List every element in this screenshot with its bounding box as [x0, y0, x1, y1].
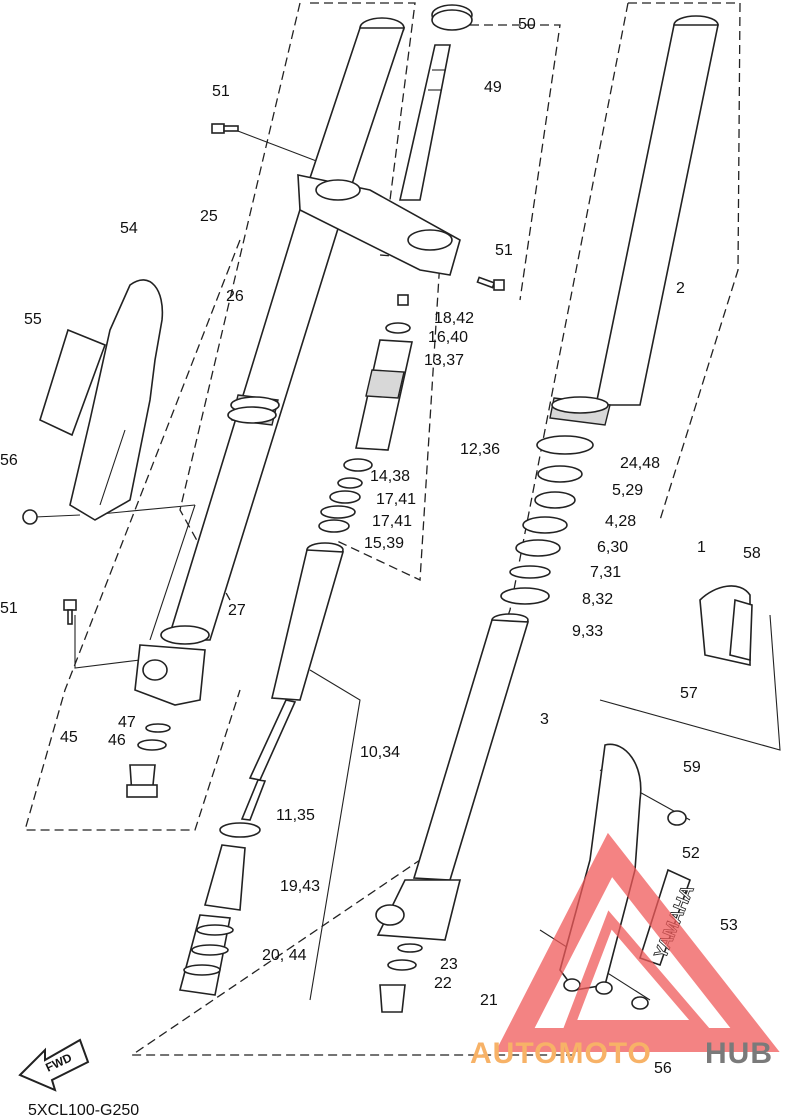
label-9-33: 9,33: [572, 623, 603, 640]
part-55-decal: [39, 328, 107, 437]
part-58-guard: [699, 585, 753, 666]
label-26: 26: [226, 288, 244, 305]
part-50-seal: [431, 4, 473, 31]
part-2-outer-tube: [549, 15, 719, 426]
label-55: 55: [24, 311, 42, 328]
part-45-adjuster: [126, 723, 171, 798]
label-7-31: 7,31: [590, 564, 621, 581]
automotohub-triangle-logo-icon: [495, 832, 780, 1052]
label-11-35: 11,35: [276, 807, 315, 824]
label-10-34: 10,34: [360, 744, 400, 761]
watermark-brand-b: HUB: [705, 1037, 773, 1070]
label-53: 53: [720, 917, 738, 934]
label-58: 58: [743, 545, 761, 562]
fwd-arrow-icon: FWD: [18, 1038, 90, 1092]
label-3: 3: [540, 711, 549, 728]
label-59: 59: [683, 759, 701, 776]
callout-labels: 50 49 51 54 25 51 2 26 55 18,42 16,40 13…: [0, 16, 761, 1077]
part-10-inner-tube: [219, 542, 345, 838]
label-51-left: 51: [0, 600, 18, 617]
part-54-fork-guard: [69, 279, 164, 521]
label-5-29: 5,29: [612, 482, 643, 499]
label-16-40: 16,40: [428, 329, 468, 346]
label-13-37: 13,37: [424, 352, 464, 369]
label-1: 1: [697, 539, 706, 556]
drawing-code: 5XCL100-G250: [28, 1102, 139, 1118]
part-27-axle-bracket: [134, 625, 210, 706]
label-47: 47: [118, 714, 136, 731]
label-25: 25: [200, 208, 218, 225]
label-2: 2: [676, 280, 685, 297]
label-19-43: 19,43: [280, 878, 320, 895]
part-19-20-spring: [178, 844, 246, 996]
part-56-screw-bottom: [631, 996, 649, 1010]
label-17-41-a: 17,41: [376, 491, 416, 508]
label-49: 49: [484, 79, 502, 96]
label-12-36: 12,36: [460, 441, 500, 458]
label-27: 27: [228, 602, 246, 619]
part-59-bolt: [667, 810, 687, 826]
part-21-23-adjuster: [379, 943, 423, 1013]
part-51-bolt-left: [63, 599, 77, 625]
part-49-stem: [398, 44, 451, 201]
label-57: 57: [680, 685, 698, 702]
label-56-left: 56: [0, 452, 18, 469]
label-24-48: 24,48: [620, 455, 660, 472]
label-50: 50: [518, 16, 536, 33]
label-6-30: 6,30: [597, 539, 628, 556]
part-56-screw-left: [22, 509, 38, 525]
part-51-bolt-top: [211, 123, 239, 134]
label-51-top: 51: [212, 83, 230, 100]
label-56-bottom: 56: [654, 1060, 672, 1077]
label-14-38: 14,38: [370, 468, 410, 485]
label-54: 54: [120, 220, 138, 237]
label-15-39: 15,39: [364, 535, 404, 552]
part-26-outer-tube: [166, 17, 406, 641]
label-4-28: 4,28: [605, 513, 636, 530]
label-21: 21: [480, 992, 498, 1009]
damper-cartridge: [318, 294, 413, 533]
part-51-bolt-right: [476, 276, 505, 291]
watermark-brand-a: AUTOMOTO: [470, 1037, 652, 1070]
label-23: 23: [440, 956, 458, 973]
bushing-stack: [500, 435, 594, 605]
label-46: 46: [108, 732, 126, 749]
label-51-right: 51: [495, 242, 513, 259]
part-3-inner-tube: [375, 613, 530, 941]
label-17-41-b: 17,41: [372, 513, 412, 530]
under-bracket: [297, 174, 461, 276]
label-8-32: 8,32: [582, 591, 613, 608]
label-22: 22: [434, 975, 452, 992]
label-45: 45: [60, 729, 78, 746]
label-20-44: 20, 44: [262, 947, 307, 964]
label-52: 52: [682, 845, 700, 862]
label-18-42: 18,42: [434, 310, 474, 327]
